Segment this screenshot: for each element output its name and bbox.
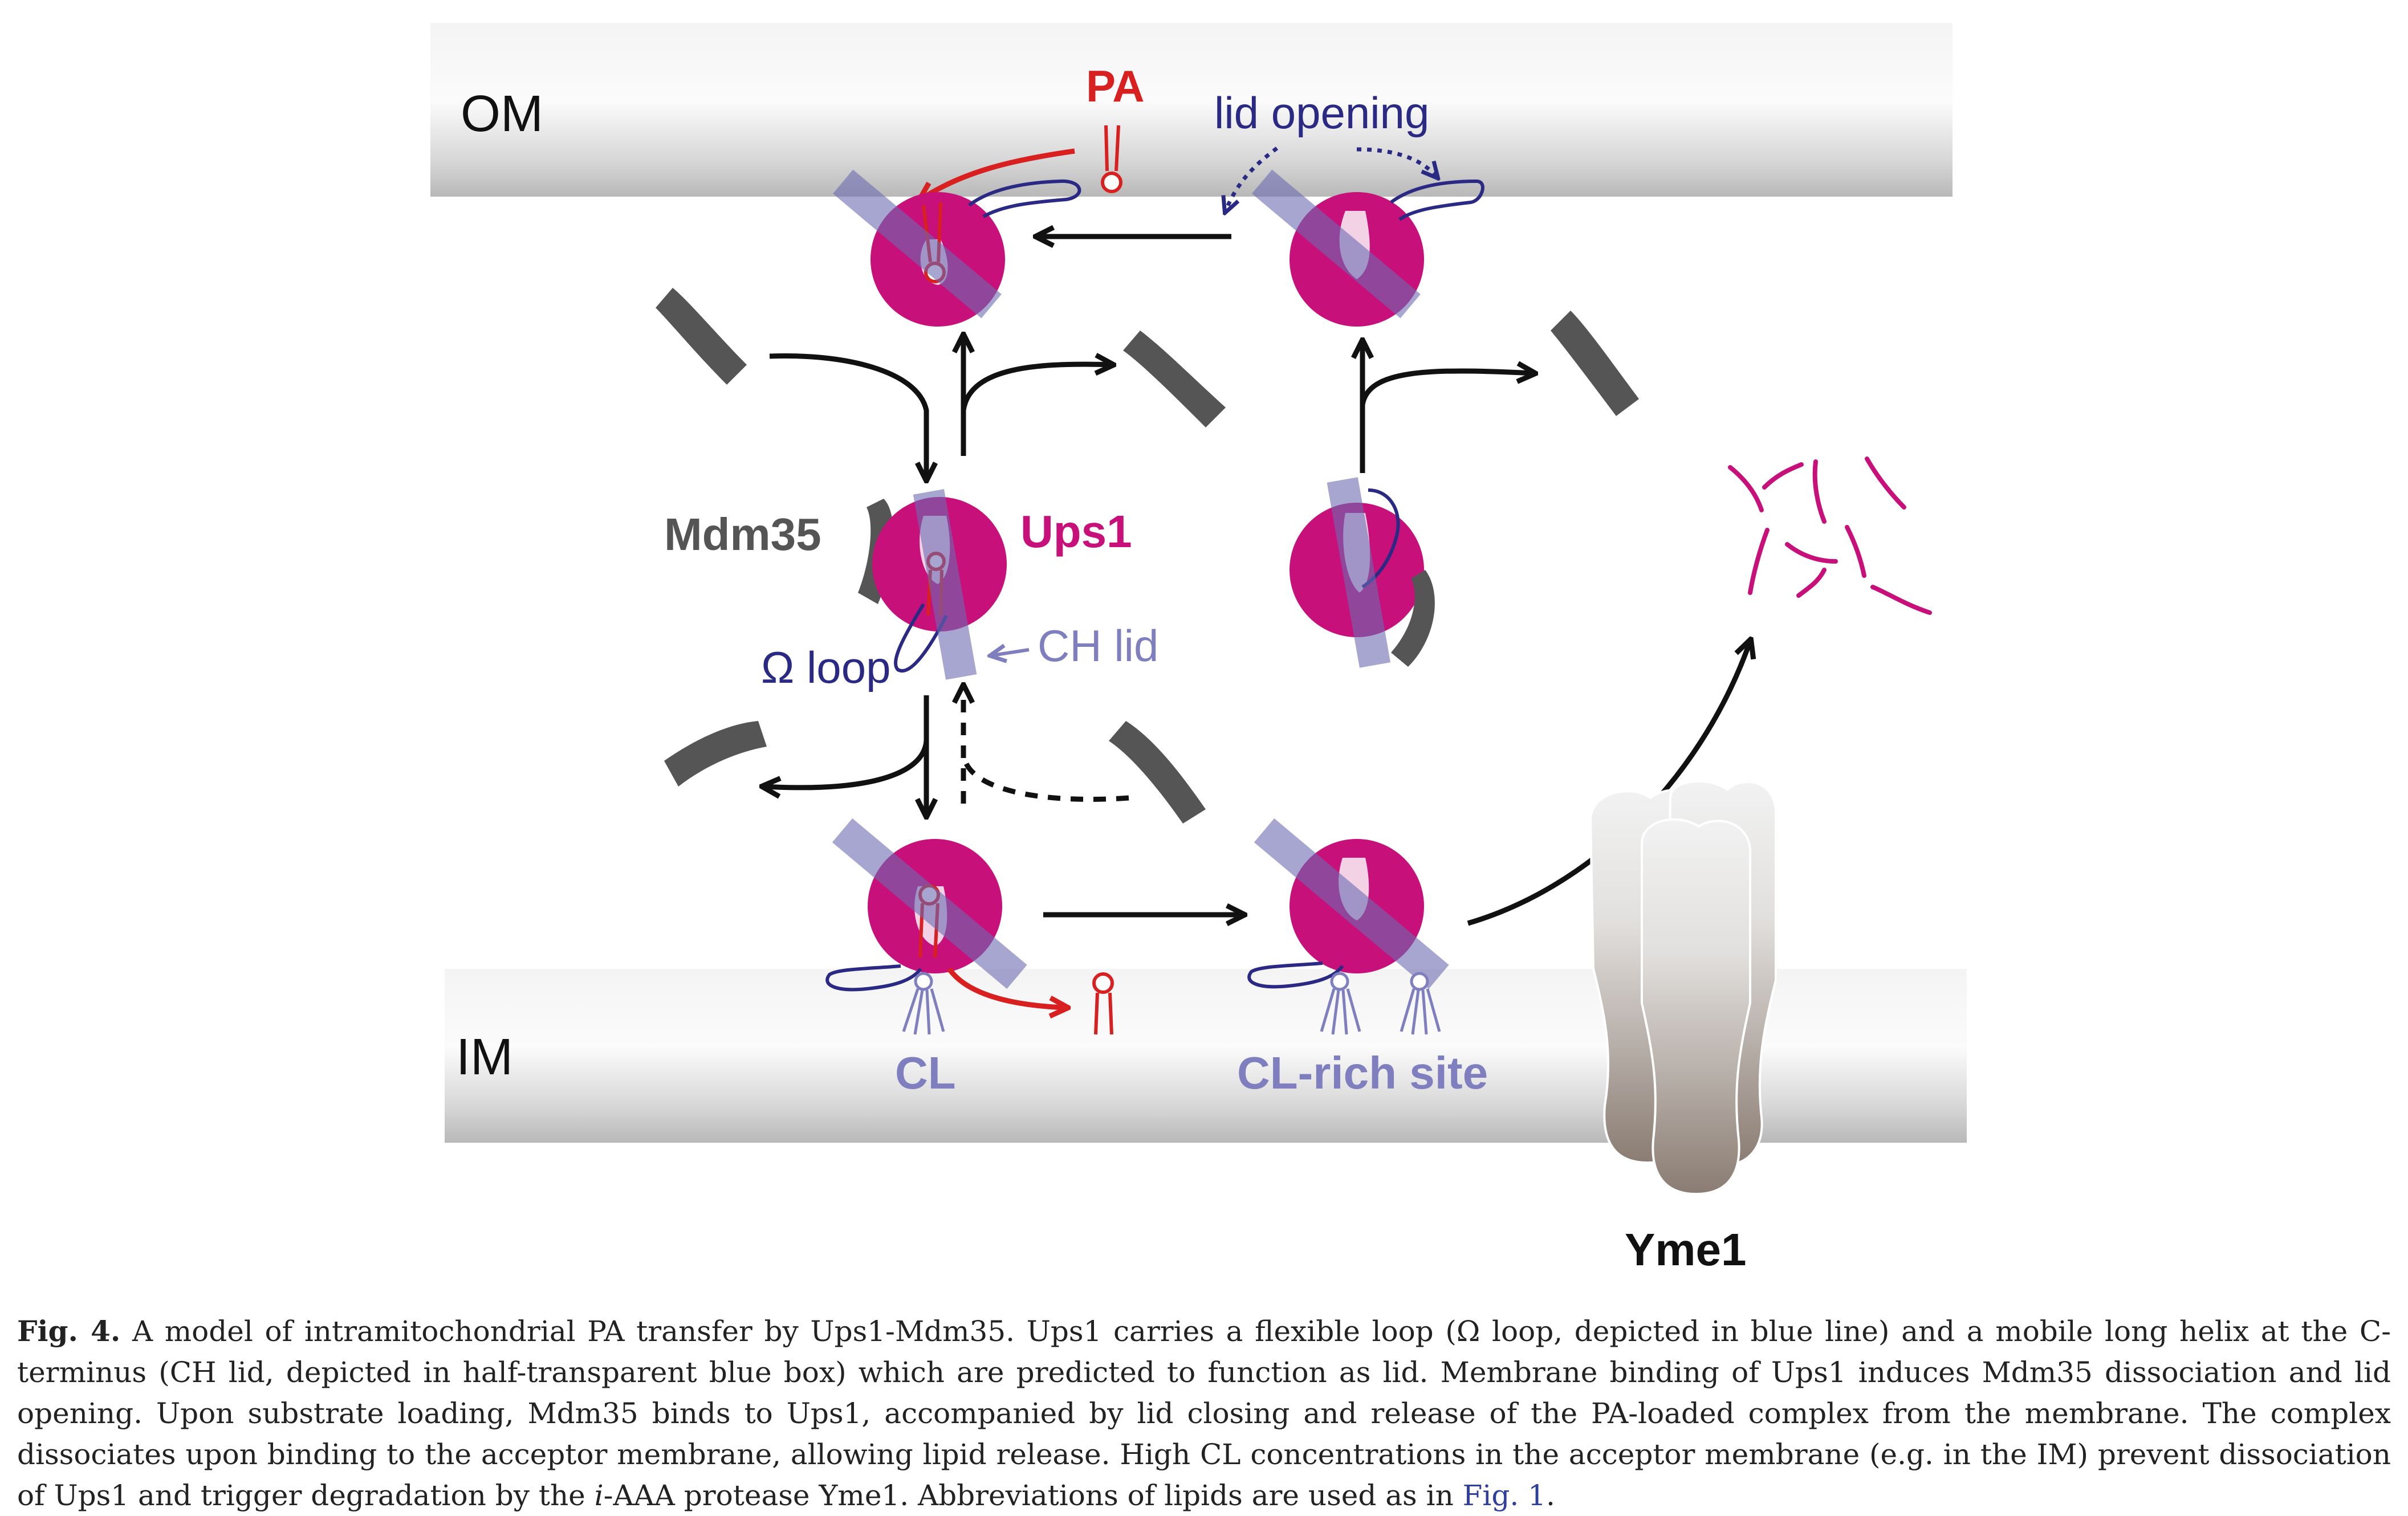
lid-opening-arrow-right [1356,147,1437,177]
arrow-mdm35-release-mid-right [1360,371,1534,405]
lid-opening-label: lid opening [1214,88,1429,138]
omega-loop-mid-right [1361,488,1400,589]
arrow-mdm35-release-left [764,740,929,788]
omega-loop-top-left [968,179,1081,218]
arrow-mdm35-join-down [769,353,926,479]
caption-figure-link[interactable]: Fig. 1 [1462,1479,1546,1512]
pa-lipid-om [1101,125,1122,193]
pa-loading-arrow [921,148,1075,199]
arrow-dashed-mdm35-rebind [963,762,1129,802]
ups1-mdm35-complex-pa [858,489,1007,680]
mdm35-label: Mdm35 [664,509,821,560]
caption-end: . [1545,1479,1555,1512]
omega-loop-complex [894,603,948,673]
cl-lipid-right-b [1400,972,1441,1035]
cl-label: CL [895,1048,956,1098]
caption-italic: i [594,1479,604,1512]
ups1-om-loading [833,169,1081,327]
ups1-mdm35-complex-empty [1290,477,1435,668]
pa-release-arrow [947,967,1066,1008]
cl-rich-site-label: CL-rich site [1237,1048,1488,1098]
ups1-cl-rich-site [1247,818,1449,1035]
om-label: OM [461,85,543,142]
cl-lipid-right-a [1320,972,1361,1035]
figure-caption: Fig. 4. A model of intramitochondrial PA… [17,1311,2391,1516]
cl-lipid-left [902,972,945,1035]
omega-loop-label: Ω loop [761,642,890,692]
degraded-ups1-fragments [1728,457,1932,615]
outer-membrane [430,23,1953,197]
mdm35-free [656,288,1639,824]
yme1-label: Yme1 [1625,1224,1746,1275]
ch-lid-pointer [992,650,1030,655]
ups1-transfer-diagram: OM IM PA lid opening [430,23,1967,1275]
omega-loop-top-right [1390,179,1484,221]
lid-opening-arrow-left [1226,146,1279,211]
arrow-mdm35-release-right [961,364,1112,411]
caption-label: Fig. 4. [17,1314,121,1348]
pa-lipid-im [1092,972,1114,1035]
omega-loop-im-right [1247,961,1344,989]
ups1-om-lid-open [1252,169,1484,327]
omega-loop-im-left [825,964,922,992]
yme1-protease [1589,780,1777,1196]
im-label: IM [456,1029,513,1086]
ups1-label: Ups1 [1020,506,1132,557]
ch-lid-label: CH lid [1038,621,1158,671]
ups1-im-pa-release [825,818,1027,1035]
caption-text-1: A model of intramitochondrial PA transfe… [17,1315,2391,1512]
pa-label: PA [1086,61,1145,111]
caption-text-2: -AAA protease Yme1. Abbreviations of lip… [603,1479,1463,1512]
